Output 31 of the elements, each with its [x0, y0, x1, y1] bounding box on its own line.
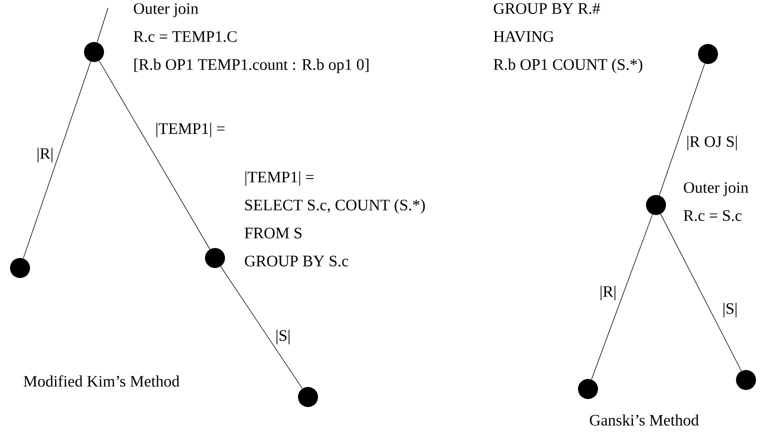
- edge-label: |S|: [721, 302, 739, 318]
- node-dot: [646, 194, 666, 215]
- tree-edge: [659, 63, 705, 196]
- node-dot: [205, 248, 225, 268]
- edge-label: |TEMP1| =: [154, 122, 226, 138]
- edge-label: |R|: [35, 146, 55, 164]
- node-dot: [298, 386, 318, 407]
- tree-edge: [96, 8, 108, 43]
- node-annotation: Outer join R.c = S.c: [684, 182, 748, 221]
- node-dot: [10, 258, 30, 278]
- node-dot: [698, 44, 718, 64]
- tree-edge: [591, 214, 653, 380]
- node-label: GROUP BY S.c: [244, 256, 348, 267]
- node-annotation: Outer join R.c = TEMP1.C [R.b OP1 TEMP1.count : R.b op1 0]: [134, 3, 368, 74]
- node-label: FROM S: [244, 228, 302, 238]
- node-label: SELECT S.c, COUNT (S.*): [245, 199, 425, 214]
- method-caption: Ganski’s Method: [590, 414, 699, 426]
- tree-edge: [23, 61, 91, 259]
- method-caption: Modified Kim’s Method: [24, 375, 180, 387]
- node-annotation: GROUP BY R.# HAVING R.b OP1 COUNT (S.*): [494, 3, 642, 74]
- tree-edge: [98, 60, 210, 250]
- tree-edge: [660, 214, 742, 372]
- node-dot: [84, 42, 104, 62]
- node-dot: [736, 370, 756, 390]
- node-label: |TEMP1| =: [245, 171, 314, 186]
- edge-label: |R|: [598, 284, 618, 302]
- edge-label: |R OJ S|: [685, 134, 739, 152]
- edge-label: |S|: [274, 328, 292, 346]
- tree-edge: [220, 266, 303, 389]
- node-dot: [578, 378, 598, 399]
- node-annotation: |TEMP1| = SELECT S.c, COUNT (S.*) FROM S GROUP BY S.c: [244, 171, 425, 266]
